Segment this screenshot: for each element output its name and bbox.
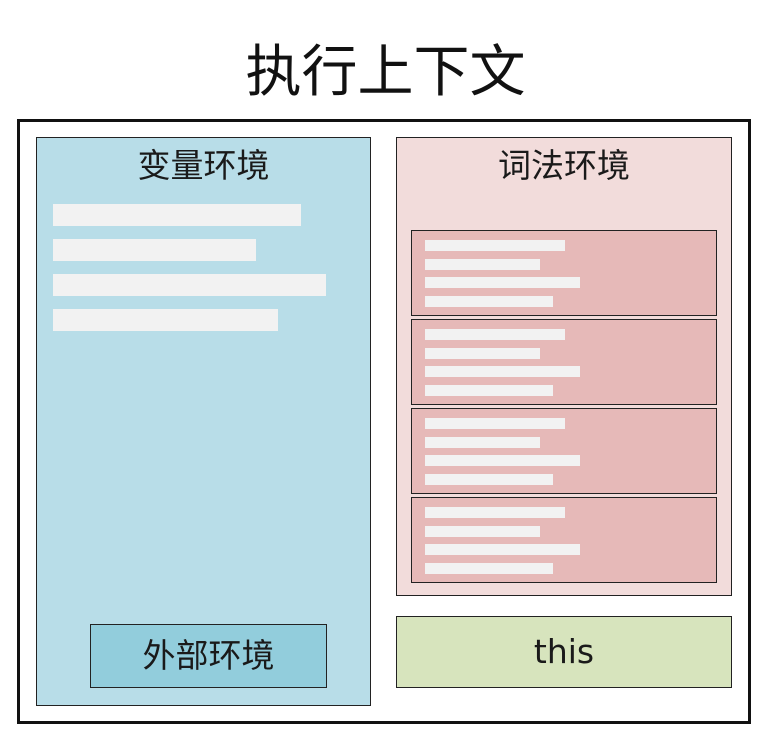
outer-environment-box: 外部环境 [90, 624, 327, 688]
lexical-environment-label: 词法环境 [498, 146, 630, 185]
lexical-placeholder-line [425, 277, 580, 288]
lexical-placeholder-line [425, 347, 540, 359]
outer-environment-label: 外部环境 [142, 636, 275, 675]
variable-environment-panel [36, 137, 371, 706]
this-label: this [533, 632, 595, 671]
lexical-placeholder-line [425, 366, 580, 377]
lexical-placeholder-line [425, 240, 565, 251]
lexical-placeholder-line [425, 562, 553, 574]
lexical-placeholder-line [425, 418, 565, 429]
lexical-placeholder-line [425, 295, 553, 307]
lexical-placeholder-line [425, 384, 553, 396]
lexical-placeholder-line [425, 473, 553, 485]
lexical-placeholder-line [425, 544, 580, 555]
lexical-placeholder-line [425, 507, 565, 518]
variable-placeholder-line [53, 239, 256, 261]
lexical-placeholder-line [425, 329, 565, 340]
variable-environment-label: 变量环境 [137, 146, 270, 185]
this-binding-box: this [396, 616, 732, 688]
variable-placeholder-line [53, 274, 326, 296]
lexical-placeholder-line [425, 525, 540, 537]
variable-placeholder-line [53, 309, 278, 331]
lexical-placeholder-line [425, 455, 580, 466]
diagram-title: 执行上下文 [245, 40, 526, 105]
lexical-placeholder-line [425, 436, 540, 448]
variable-placeholder-line [53, 204, 301, 226]
lexical-placeholder-line [425, 258, 540, 270]
